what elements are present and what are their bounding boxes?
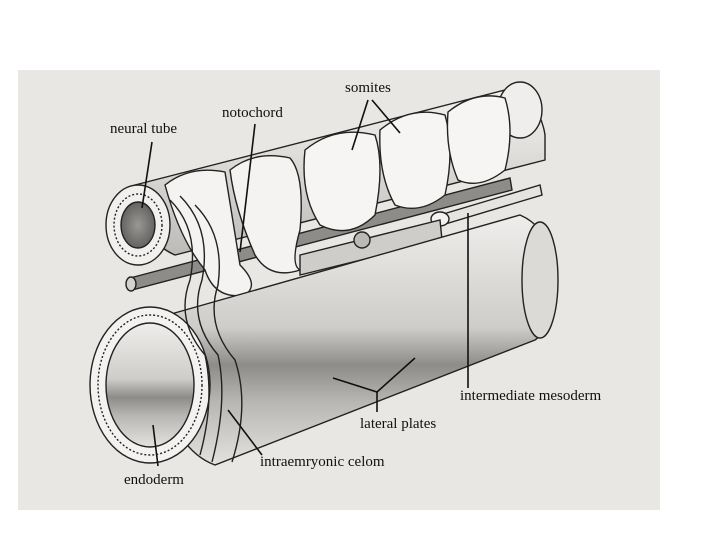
label-intermediate-mesoderm: intermediate mesoderm — [460, 388, 602, 404]
gut-tube-drawing — [89, 195, 559, 466]
leader-lateral-plates-left — [332, 377, 378, 393]
label-lateral-plates: lateral plates — [360, 416, 436, 432]
label-notochord: notochord — [222, 105, 283, 121]
label-endoderm: endoderm — [124, 472, 184, 488]
label-neural-tube: neural tube — [110, 121, 177, 137]
leader-endoderm — [152, 424, 159, 467]
leader-intraembryonic-celom — [227, 409, 263, 456]
leader-neural-tube — [141, 141, 153, 209]
label-somites: somites — [345, 80, 391, 96]
leader-somites-left — [351, 99, 369, 151]
leader-lines — [141, 99, 469, 467]
label-intraembryonic-celom: intraemryonic celom — [260, 454, 385, 470]
leader-lateral-plates-right — [376, 357, 416, 393]
leader-somites-right — [371, 99, 401, 134]
leader-notochord — [239, 123, 256, 253]
